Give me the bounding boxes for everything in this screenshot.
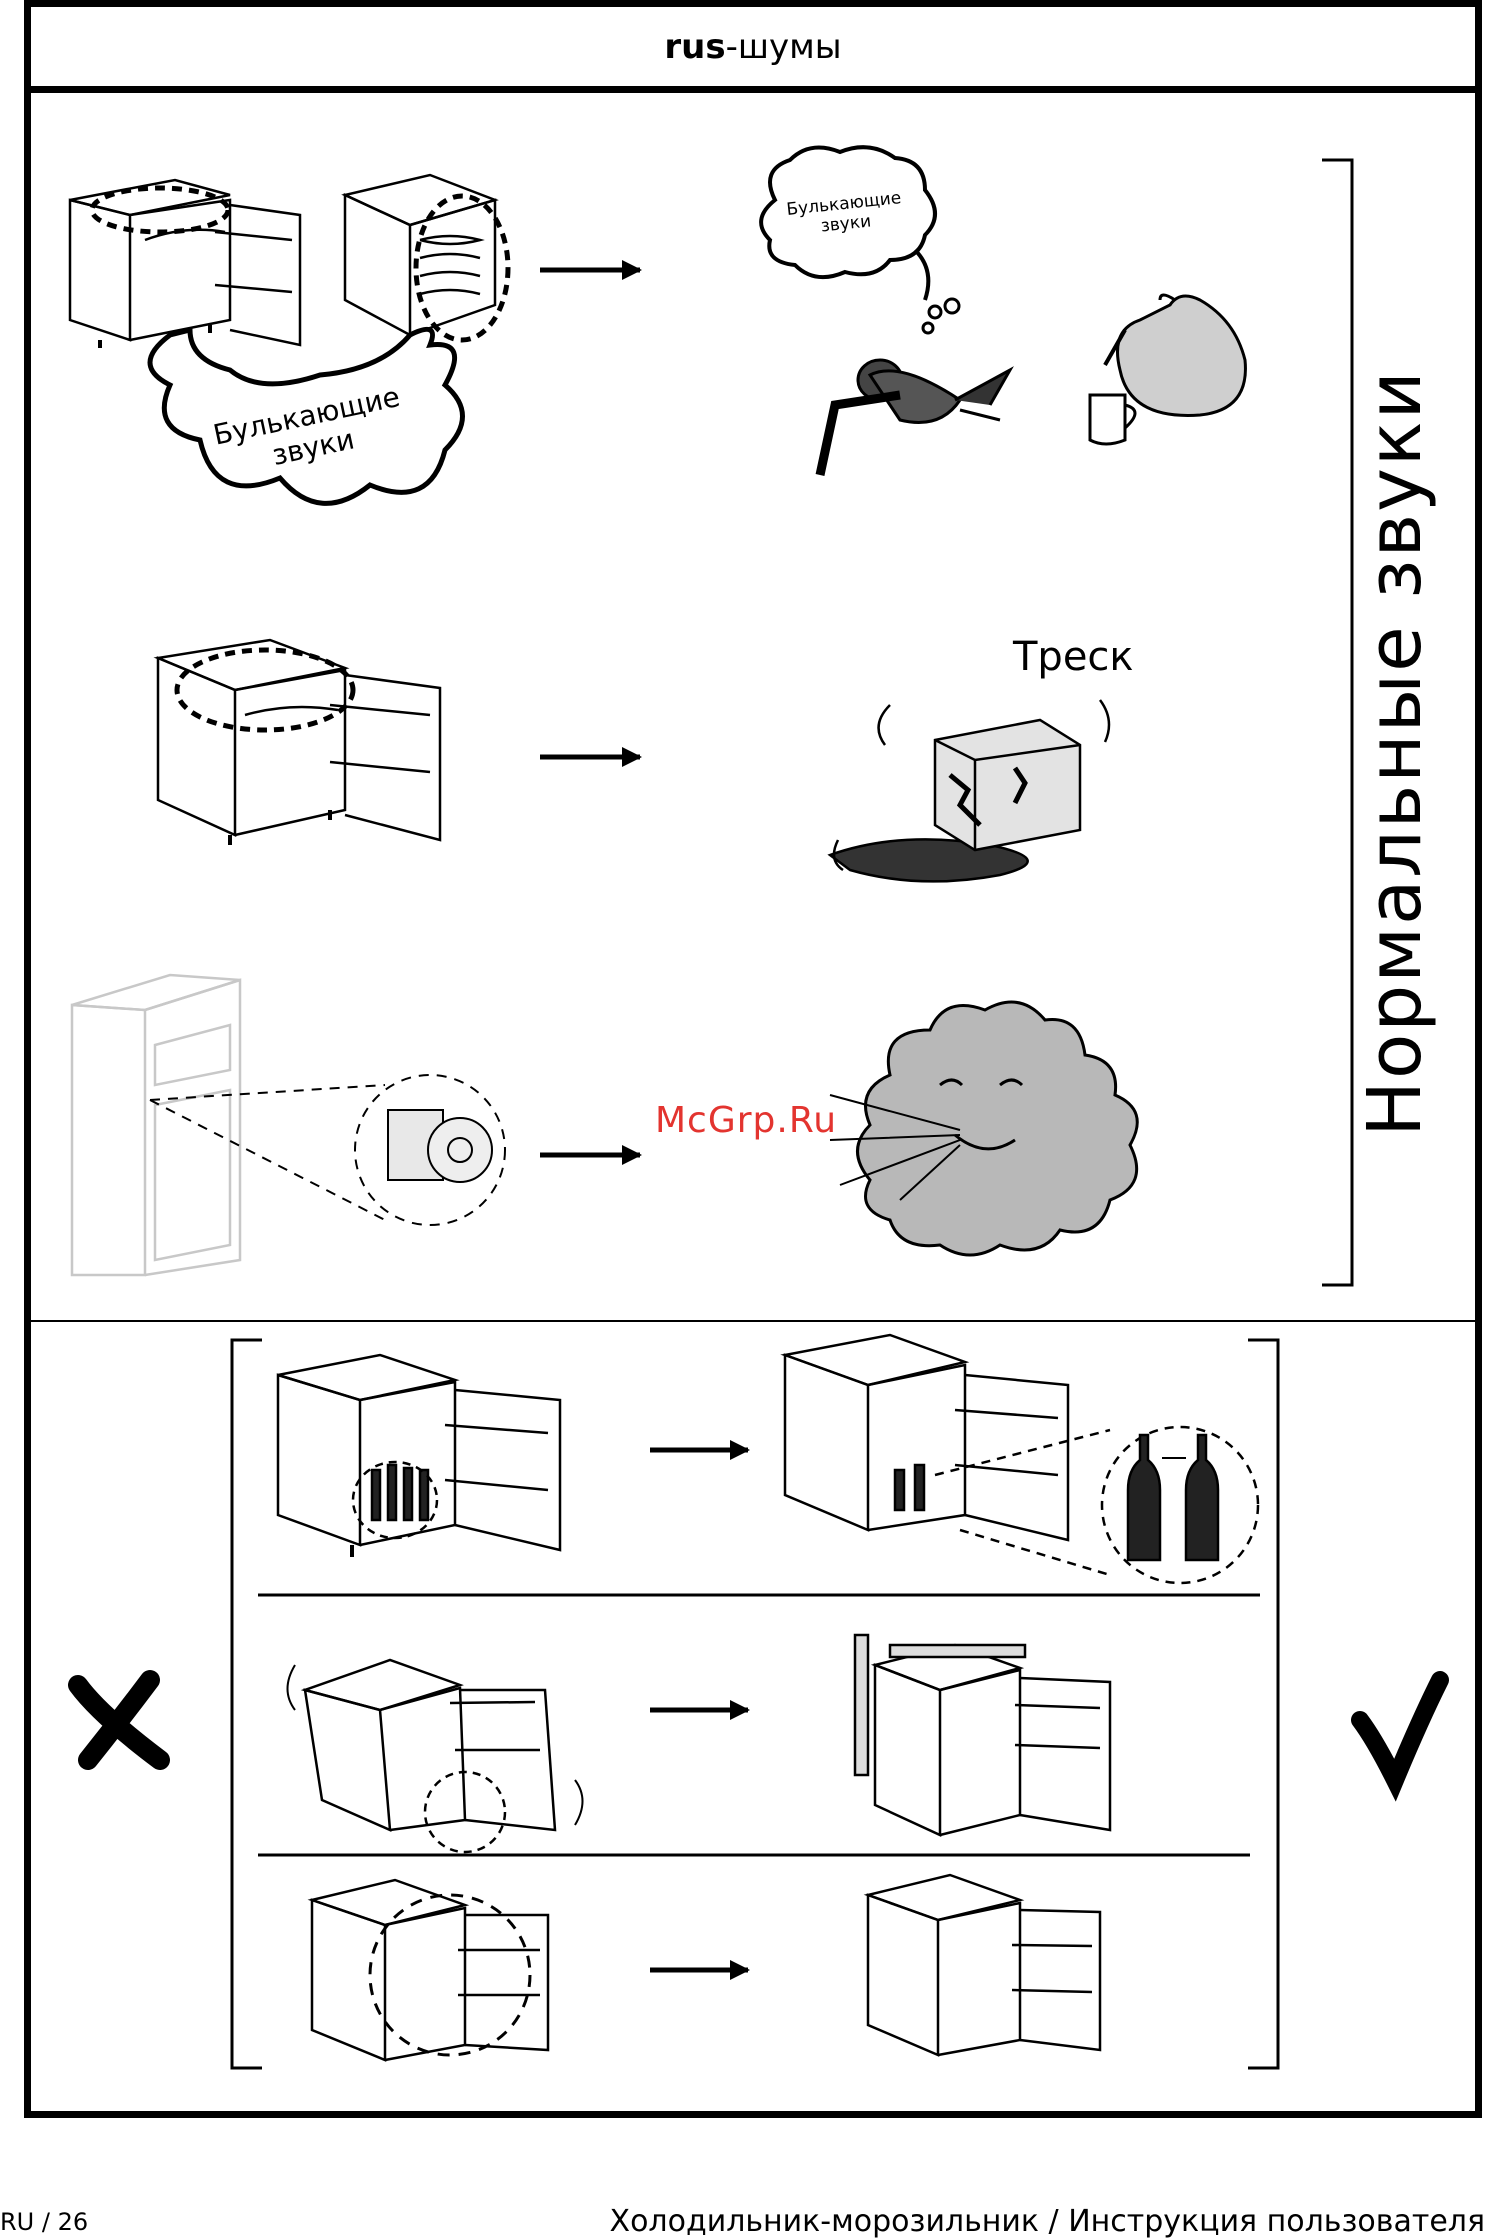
- fridge-bottles-spaced: [785, 1335, 1258, 1583]
- diver-illustration: [820, 299, 1010, 475]
- crack-label: Треск: [1013, 634, 1134, 680]
- page-number: RU / 26: [0, 2208, 88, 2236]
- normal-sounds-label: Нормальные звуки: [1352, 369, 1438, 1136]
- bracket-normal: [1322, 160, 1352, 1285]
- check-mark-icon: [1360, 1680, 1440, 1780]
- cloud-blowing-illustration: [830, 1002, 1137, 1255]
- bracket-left: [232, 1340, 262, 2068]
- document-title: Холодильник-морозильник / Инструкция пол…: [610, 2204, 1485, 2239]
- fridge-open-crack: [158, 640, 440, 845]
- fridge-back-gurgle: [345, 175, 508, 340]
- fridge-bottles-crowded: [278, 1355, 560, 1557]
- cross-mark-icon: [78, 1680, 160, 1760]
- fan-detail: [150, 1075, 505, 1225]
- fridge-level: [855, 1635, 1110, 1835]
- fridge-open-gurgle: [70, 180, 300, 348]
- pitcher-mug-illustration: [1090, 295, 1245, 444]
- watermark: McGrp.Ru: [655, 1100, 837, 1141]
- bracket-right: [1248, 1340, 1278, 2068]
- fridge-tall-fan: [72, 975, 240, 1275]
- fridge-shelf-touching: [312, 1880, 548, 2060]
- ice-cube-crack-illustration: [830, 700, 1109, 881]
- fridge-tilted: [288, 1660, 583, 1852]
- fridge-shelf-correct: [868, 1875, 1100, 2055]
